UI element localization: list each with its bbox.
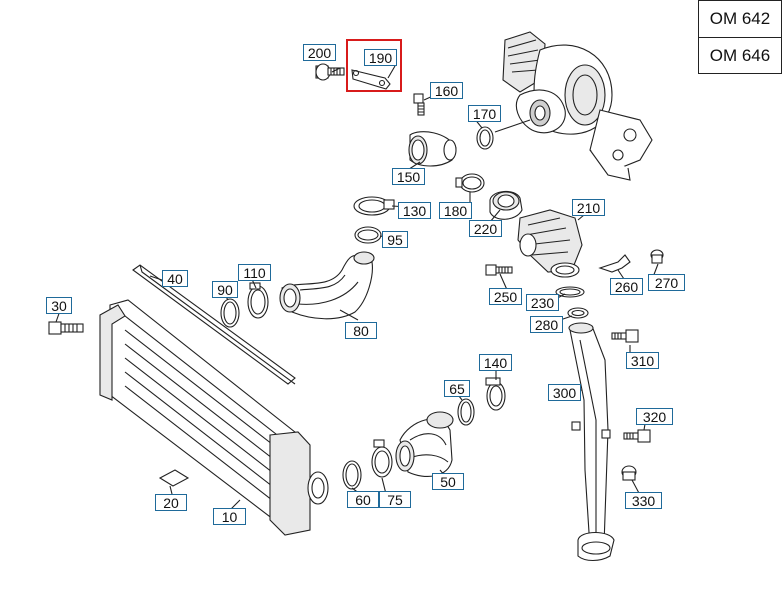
- part-label-75[interactable]: 75: [379, 491, 411, 508]
- part-label-220[interactable]: 220: [469, 220, 502, 237]
- part-label-65[interactable]: 65: [444, 380, 470, 397]
- bolt-160-drawing: [413, 93, 425, 116]
- turbocharger-drawing: [502, 31, 653, 181]
- bolt-200-drawing: [315, 63, 345, 81]
- elbow-150-drawing: [408, 131, 457, 167]
- engine-variant-table: OM 642 OM 646: [698, 0, 782, 74]
- strip-40-drawing: [132, 264, 296, 385]
- part-label-80[interactable]: 80: [345, 322, 377, 339]
- part-label-110[interactable]: 110: [238, 264, 271, 281]
- sleeve-220-drawing: [489, 190, 523, 220]
- clamp-140-drawing: [485, 377, 506, 411]
- o-ring-60-drawing: [342, 460, 362, 490]
- part-label-160[interactable]: 160: [430, 82, 463, 99]
- part-label-20[interactable]: 20: [155, 494, 187, 511]
- clamp-110-drawing: [247, 282, 269, 319]
- part-label-210[interactable]: 210: [572, 199, 605, 216]
- clamp-130-drawing: [353, 196, 395, 216]
- part-label-50[interactable]: 50: [432, 473, 464, 490]
- intercooler-10-drawing: [99, 299, 329, 536]
- pipe-300-drawing: [568, 322, 615, 562]
- part-label-320[interactable]: 320: [636, 408, 673, 425]
- clip-260-drawing: [598, 254, 631, 273]
- o-ring-65-drawing: [457, 398, 475, 426]
- engine-variant-om642: OM 642: [699, 1, 781, 38]
- housing-210-drawing: [517, 209, 583, 278]
- part-label-300[interactable]: 300: [548, 384, 581, 401]
- ring-280-drawing: [567, 307, 589, 319]
- bolt-250-drawing: [485, 264, 513, 276]
- part-label-170[interactable]: 170: [468, 105, 501, 122]
- part-label-30[interactable]: 30: [46, 297, 72, 314]
- part-label-200[interactable]: 200: [303, 44, 336, 61]
- o-ring-170-drawing: [476, 126, 494, 150]
- part-label-180[interactable]: 180: [439, 202, 472, 219]
- clamp-75-drawing: [371, 439, 393, 478]
- part-label-10[interactable]: 10: [213, 508, 246, 525]
- o-ring-95-drawing: [354, 226, 382, 244]
- part-label-150[interactable]: 150: [392, 168, 425, 185]
- elbow-hose-50-drawing: [395, 411, 454, 478]
- bracket-190-drawing: [351, 69, 391, 90]
- part-label-60[interactable]: 60: [347, 491, 379, 508]
- hose-80-drawing: [279, 251, 375, 320]
- part-label-190[interactable]: 190: [364, 49, 397, 66]
- clamp-180-drawing: [455, 173, 485, 193]
- ring-230-drawing: [555, 286, 585, 298]
- clip-20-drawing: [158, 469, 190, 487]
- part-label-130[interactable]: 130: [398, 202, 431, 219]
- part-label-310[interactable]: 310: [626, 352, 659, 369]
- nut-330-drawing: [621, 465, 637, 481]
- part-label-230[interactable]: 230: [526, 294, 559, 311]
- part-label-270[interactable]: 270: [648, 274, 685, 291]
- nut-270-drawing: [650, 249, 664, 264]
- part-label-250[interactable]: 250: [489, 288, 522, 305]
- part-label-90[interactable]: 90: [212, 281, 238, 298]
- part-label-140[interactable]: 140: [479, 354, 512, 371]
- part-label-330[interactable]: 330: [625, 492, 662, 509]
- part-label-95[interactable]: 95: [382, 231, 408, 248]
- bolt-320-drawing: [623, 429, 651, 443]
- engine-variant-om646: OM 646: [709, 46, 771, 65]
- part-label-40[interactable]: 40: [162, 270, 188, 287]
- bolt-30-drawing: [48, 321, 84, 335]
- o-ring-90-drawing: [220, 298, 240, 328]
- part-label-280[interactable]: 280: [530, 316, 563, 333]
- part-label-260[interactable]: 260: [610, 278, 643, 295]
- bolt-310-drawing: [611, 329, 639, 343]
